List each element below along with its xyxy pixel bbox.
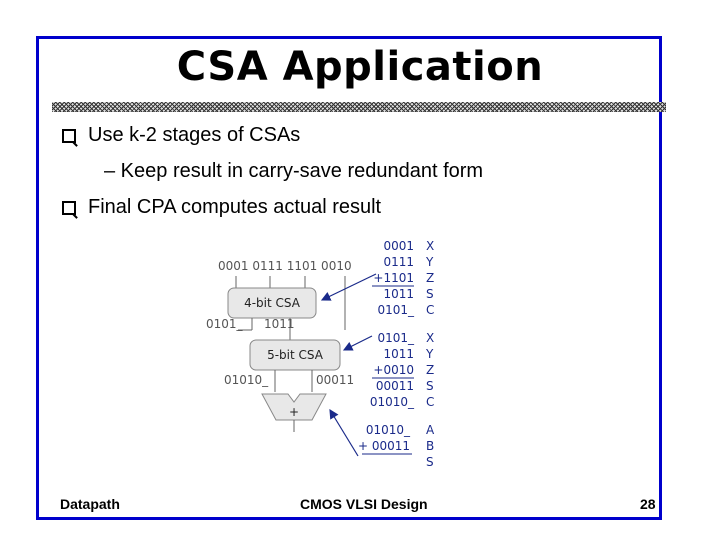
footer-left: Datapath	[60, 496, 120, 512]
bullet-2: Final CPA computes actual result	[62, 196, 381, 219]
stage2-wires	[274, 370, 313, 392]
bullet-box-icon	[62, 200, 76, 215]
stage1-value-c: 0101_	[377, 303, 415, 317]
stage1-values: 0001 0111 +1101 1011 0101_	[372, 239, 415, 317]
pointer-arrows	[320, 273, 377, 457]
slide-title: CSA Application	[176, 44, 544, 90]
stage3-value-a: 01010_	[366, 423, 411, 437]
stage2-letter-y: Y	[425, 347, 434, 361]
bullet-1-text: Use k-2 stages of CSAs	[88, 124, 301, 146]
stage2-letter-x: X	[426, 331, 434, 345]
stage3-letter-a: A	[426, 423, 435, 437]
adder-plus-label: +	[289, 405, 299, 419]
stage2-value-y: 1011	[383, 347, 414, 361]
stage1-value-s: 1011	[383, 287, 414, 301]
stage2-letter-z: Z	[426, 363, 434, 377]
stage1-letter-z: Z	[426, 271, 434, 285]
stage1-letter-y: Y	[425, 255, 434, 269]
stage2-value-x: 0101_	[377, 331, 415, 345]
stage1-value-z: +1101	[373, 271, 414, 285]
csa4-block: 4-bit CSA	[227, 287, 317, 319]
stage2-value-z: +0010	[373, 363, 414, 377]
input-values: 0001 0111 1101 0010	[218, 259, 352, 273]
title-divider	[52, 102, 666, 112]
stage1-wires	[238, 318, 291, 340]
stage2-letters: X Y Z S C	[425, 331, 434, 409]
stage2-letter-s: S	[426, 379, 434, 393]
input-wires	[235, 276, 346, 330]
stage1-letters: X Y Z S C	[425, 239, 434, 317]
stage1-letter-x: X	[426, 239, 434, 253]
footer-center: CMOS VLSI Design	[300, 496, 428, 512]
page-number: 28	[640, 496, 656, 512]
bullet-box-icon	[62, 128, 76, 143]
stage1-letter-c: C	[426, 303, 434, 317]
stage3-letter-b: B	[426, 439, 434, 453]
stage2-sum-out: 00011	[316, 373, 354, 387]
csa4-label: 4-bit CSA	[244, 296, 301, 310]
stage1-value-y: 0111	[383, 255, 414, 269]
stage3-letter-s: S	[426, 455, 434, 469]
stage2-value-s: 00011	[376, 379, 414, 393]
stage2-carry-out: 01010_	[224, 373, 269, 387]
csa5-label: 5-bit CSA	[267, 348, 324, 362]
slide-frame	[36, 36, 662, 520]
stage1-value-x: 0001	[383, 239, 414, 253]
csa5-block: 5-bit CSA	[249, 339, 341, 371]
stage1-letter-s: S	[426, 287, 434, 301]
stage2-values: 0101_ 1011 +0010 00011 01010_	[370, 331, 415, 409]
stage3-values: 01010_ + 00011	[358, 423, 412, 455]
stage1-carry-out: 0101_	[206, 317, 244, 331]
stage1-sum-out: 1011	[264, 317, 295, 331]
bullet-2-text: Final CPA computes actual result	[88, 196, 382, 218]
bullet-1: Use k-2 stages of CSAs	[62, 124, 300, 147]
cpa-adder: +	[261, 393, 327, 432]
stage2-letter-c: C	[426, 395, 434, 409]
stage3-value-b: + 00011	[358, 439, 410, 453]
stage2-value-c: 01010_	[370, 395, 415, 409]
sub-bullet: – Keep result in carry-save redundant fo…	[104, 160, 484, 182]
stage3-letters: A B S	[426, 423, 435, 469]
